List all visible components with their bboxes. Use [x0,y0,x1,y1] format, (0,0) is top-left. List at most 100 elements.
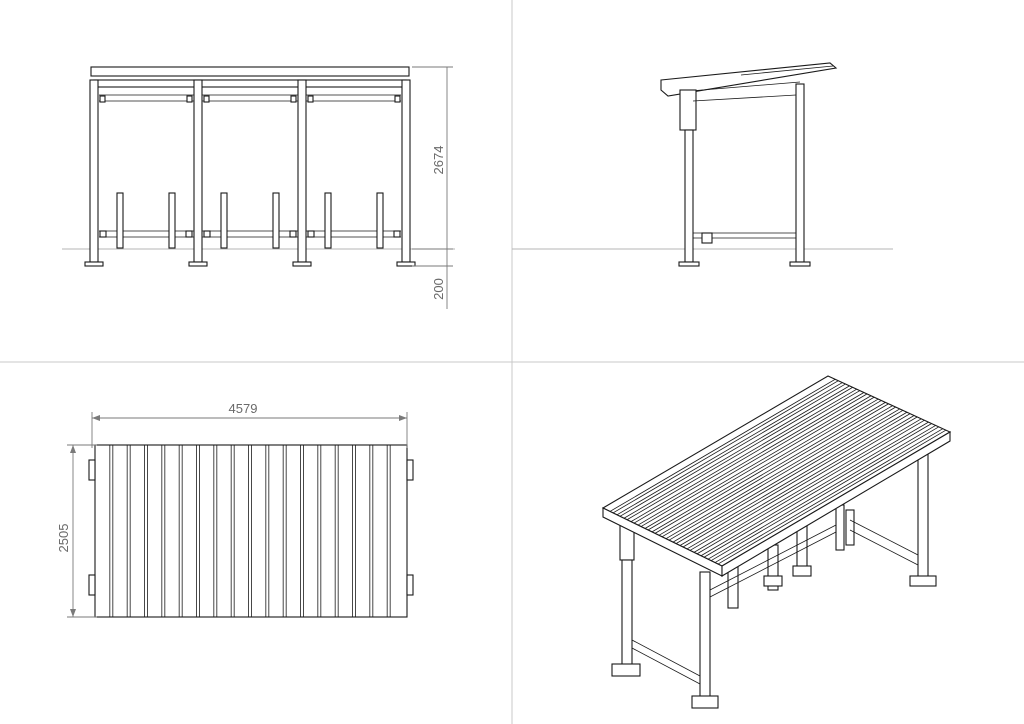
iso-base-plate [763,575,783,587]
iso-slat-edge [651,398,879,533]
dimension-height-label: 2674 [431,146,446,175]
plan-tab [88,574,96,596]
roof-fascia [90,66,410,77]
arrow-up [70,445,76,453]
front-posts [84,79,416,267]
iso-rear-rail-2 [849,529,919,566]
bike-rack-hoop [220,192,228,249]
iso-slat-edge [654,400,882,534]
iso-slat-edge [644,395,872,529]
iso-slat-edge [686,415,915,550]
dimension-base-label: 200 [431,278,446,300]
bike-rack-hoop [272,192,280,249]
bracket [290,95,297,103]
bike-rack-hoop [116,192,124,249]
plan-tab [88,459,96,481]
iso-slat-edge [707,425,936,560]
iso-back-rail [709,524,837,591]
bracket [393,230,401,238]
roof-slat-line [740,65,834,76]
iso-slat-edge [658,402,886,536]
iso-slat-edge [612,380,839,514]
iso-back-rail-2 [709,531,837,598]
iso-slat-edge [623,385,850,519]
iso-roof-slats [609,378,947,565]
iso-slat-edge [609,378,836,512]
iso-front-post [621,559,633,671]
side-rear-post [795,83,805,263]
iso-side-rail-2 [631,647,701,685]
iso-slat-edge [619,383,846,517]
base-plate [396,261,416,267]
iso-slat-edge [689,416,918,551]
bike-rack-hoop [168,192,176,249]
iso-slat-edge [668,406,896,541]
iso-slat-edge [693,418,922,553]
side-base-plate-rear [789,261,811,267]
iso-slat-edge [700,421,929,557]
bracket [203,95,210,103]
iso-slat-edge [682,413,911,548]
iso-base-plate [792,565,812,577]
iso-rear-post [917,447,929,579]
side-front-post [684,129,694,263]
bracket [203,230,211,238]
side-front-post-head [679,89,697,131]
bike-rack-hoop [376,192,384,249]
iso-slat-edge [675,410,903,544]
iso-slat-edge [637,392,865,526]
bike-racks [116,192,384,249]
roof-under-line [689,81,801,92]
iso-slat-edge [717,429,947,565]
base-plate [292,261,312,267]
bracket [99,230,107,238]
iso-slat-edge [647,396,875,531]
isometric-view [601,375,952,709]
iso-base-plate [611,663,641,677]
iso-side-rail [631,639,701,677]
front-post [193,79,203,263]
iso-base-plate [909,575,937,587]
bracket [307,230,315,238]
bracket [99,95,106,103]
iso-slat-edge [672,408,900,543]
iso-slat-edge [630,388,857,522]
iso-slat-edge [626,387,853,521]
front-post [297,79,307,263]
side-panel-top [692,94,797,102]
plan-view: 4579 2505 [56,401,414,618]
iso-slat-edge [640,393,868,527]
dimension-depth-label: 2505 [56,524,71,553]
iso-slat-edge [714,428,944,563]
bracket [186,95,193,103]
iso-slat-edge [696,419,925,555]
iso-base-plate [691,695,719,709]
plan-outline [94,444,408,618]
arrow-left [92,415,100,421]
iso-slat-edge [661,403,889,538]
side-rack-end [701,232,713,244]
plan-slats [109,445,391,617]
plan-tab [406,459,414,481]
iso-slat-edge [710,426,939,562]
bracket [307,95,314,103]
front-post [89,79,99,263]
bracket [394,95,401,103]
iso-rear-rail [849,519,919,556]
iso-slat-edge [665,405,893,540]
bracket [289,230,297,238]
base-plate [84,261,104,267]
iso-slat-edge [679,411,908,546]
bike-rack-hoop [324,192,332,249]
dimension-width-label: 4579 [229,401,258,416]
side-base-plate-front [678,261,700,267]
arrow-right [399,415,407,421]
arrow-down [70,609,76,617]
iso-front-post-right [699,571,711,703]
base-plate [188,261,208,267]
sloped-roof [660,62,838,97]
iso-rear-post-2 [845,509,855,546]
plan-tab [406,574,414,596]
iso-mid-rear-post [835,504,845,551]
